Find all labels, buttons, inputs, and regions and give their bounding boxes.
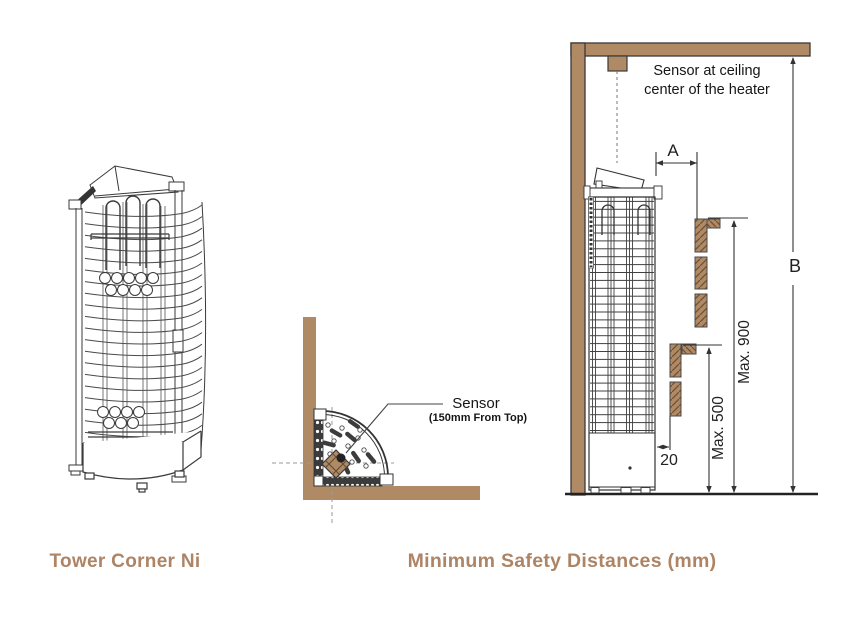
base-plinth [82,430,202,493]
heating-elements [105,195,161,270]
rail-bracket-corner [313,475,324,487]
element-rods [102,202,166,442]
max-900-label: Max. 900 [736,320,753,384]
caption-tower-corner: Tower Corner Ni [49,551,201,572]
perforation-slots [322,419,377,475]
ceiling-sensor-note-line1: Sensor at ceiling [653,63,761,79]
wall-vertical [303,317,316,500]
element-arches [601,204,651,235]
mount-rail-vertical [313,412,324,478]
ceiling [570,42,811,57]
top-view-sensor-label: Sensor [452,395,500,412]
mount-rail-horizontal [316,476,383,487]
rail-bracket-right [379,473,394,486]
sensor-leader-line [345,403,443,454]
dimension-a-label: A [667,141,679,160]
rail-bracket-top [313,408,327,421]
side-view-safety-diagram [565,42,818,496]
left-post [75,208,83,468]
top-view-sensor-distance-label: (150mm From Top) [428,412,528,424]
max-500-label: Max. 500 [710,396,727,460]
ceiling-sensor-note: Sensor at ceiling center of the heater [621,62,793,100]
safety-blocks [669,218,721,417]
top-view-corner-diagram [272,317,480,523]
heater-side-view [583,167,663,494]
caption-safety-distances: Minimum Safety Distances (mm) [407,550,717,572]
dimension-b-label: B [788,256,801,276]
tower-corner-heater-illustration [68,165,207,493]
sensor-dot [336,453,346,463]
ceiling-sensor-note-line2: center of the heater [644,82,770,98]
cage-rails [84,204,203,438]
wall [570,42,586,496]
cage-outer-edge [200,201,207,451]
ceramic-beads-lower [97,406,145,429]
sensor-box [321,449,351,479]
gap-20-label: 20 [660,452,678,469]
dimension-arrowheads [656,57,796,493]
wall-horizontal [303,486,480,500]
ceramic-beads-upper [99,272,159,296]
